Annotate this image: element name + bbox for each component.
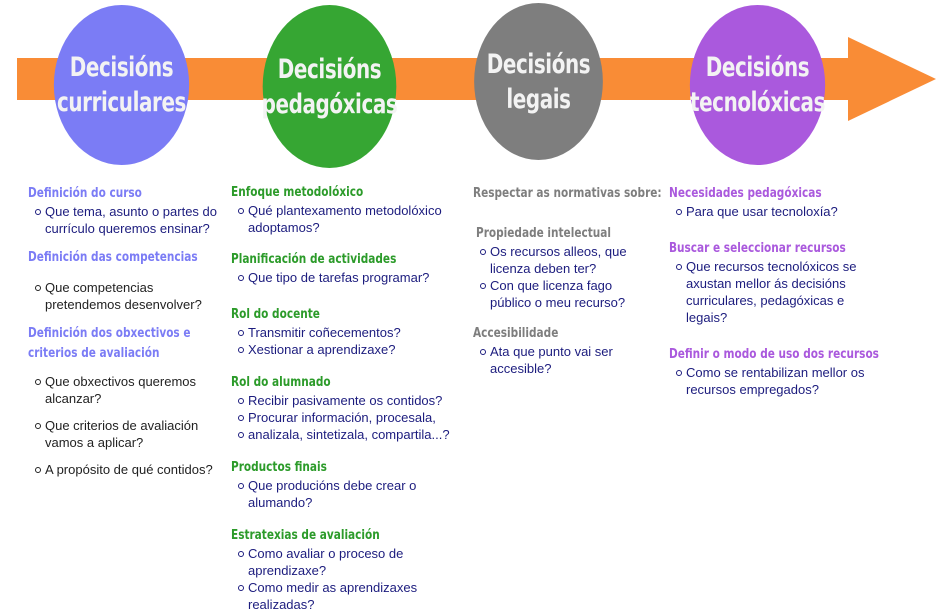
circle-title-line2: legais — [506, 83, 571, 115]
section-intro: Respectar as normativas sobre: — [473, 185, 662, 201]
timeline-arrow-head — [848, 37, 936, 121]
column-legal: Respectar as normativas sobre: Propiedad… — [473, 183, 663, 377]
circle-curricular: Decisións curriculares — [53, 5, 190, 165]
section-heading: Estratexias de avaliación — [231, 527, 380, 543]
circle-title-line2: pedagóxicas — [261, 88, 398, 120]
list-item: Qué plantexamento metodolóxico — [231, 202, 471, 219]
list-item: Para que usar tecnoloxía? — [669, 203, 909, 220]
section-heading: criterios de avaliación — [28, 345, 160, 361]
section-heading: Propiedade intelectual — [476, 225, 611, 241]
list-item: Con que licenza fago — [473, 277, 663, 294]
list-item: Que tema, asunto o partes do — [28, 203, 228, 220]
list-item-cont: curriculares, pedagóxicas e — [686, 293, 845, 308]
list-item-cont: axustan mellor ás decisións — [686, 276, 846, 291]
section-heading: Productos finais — [231, 459, 327, 475]
circle-title-line2: tecnolóxicas — [689, 87, 826, 118]
list-item-cont: currículo queremos ensinar? — [45, 221, 210, 236]
section-heading: Definición dos obxectivos e — [28, 325, 191, 341]
list-item: Ata que punto vai ser — [473, 343, 663, 360]
list-item: Como avaliar o proceso de aprendizaxe? — [231, 545, 471, 579]
list-item: Que tipo de tarefas programar? — [231, 269, 471, 286]
list-item: Que competencias — [28, 279, 228, 296]
circle-title-line1: Decisións — [69, 52, 174, 83]
list-item-cont: licenza deben ter? — [490, 261, 597, 276]
section-heading: Planificación de actividades — [231, 251, 397, 267]
section-heading: Rol do docente — [231, 306, 320, 322]
list-item-cont: público o meu recurso? — [490, 295, 626, 310]
list-item: Que criterios de avaliación — [28, 417, 228, 434]
list-item: Que recursos tecnolóxicos se — [669, 258, 909, 275]
circle-technological: Decisións tecnolóxicas — [689, 5, 826, 165]
section-heading: Buscar e seleccionar recursos — [669, 240, 846, 256]
list-item: Que producións debe crear o alumando? — [231, 477, 471, 511]
list-item-cont: pretendemos desenvolver? — [45, 297, 202, 312]
column-curricular: Definición do curso Que tema, asunto o p… — [28, 183, 228, 478]
section-heading: Necesidades pedagóxicas — [669, 185, 822, 201]
list-item-cont: recursos empregados? — [686, 382, 819, 397]
list-item-cont: alcanzar? — [45, 391, 102, 406]
list-item: Transmitir coñecementos? — [231, 324, 471, 341]
list-item-cont: accesible? — [490, 361, 552, 376]
list-item: Os recursos alleos, que — [473, 243, 663, 260]
section-heading: Accesibilidade — [473, 325, 559, 341]
circle-title-line1: Decisións — [705, 52, 810, 83]
list-item: Recibir pasivamente os contidos? — [231, 392, 471, 409]
section-heading: Definición das competencias — [28, 249, 198, 265]
circle-title-line2: curriculares — [57, 87, 186, 118]
list-item: Procurar información, procesala, — [231, 409, 471, 426]
circle-title-line1: Decisións — [486, 48, 591, 80]
circle-title-line1: Decisións — [277, 53, 382, 85]
list-item-cont: vamos a aplicar? — [45, 435, 144, 450]
list-item: Como medir as aprendizaxes realizadas? — [231, 579, 471, 613]
list-item: Xestionar a aprendizaxe? — [231, 341, 471, 358]
section-heading: Definición do curso — [28, 185, 142, 201]
list-item: Como se rentabilizan mellor os — [669, 364, 909, 381]
list-item: Que obxectivos queremos — [28, 373, 228, 390]
list-item-cont: adoptamos? — [248, 220, 320, 235]
column-technological: Necesidades pedagóxicas Para que usar te… — [669, 183, 909, 398]
section-heading: Rol do alumnado — [231, 374, 331, 390]
column-pedagogical: Enfoque metodolóxico Qué plantexamento m… — [231, 182, 471, 613]
section-heading: Definir o modo de uso dos recursos — [669, 346, 879, 362]
list-item-cont: legais? — [686, 310, 728, 325]
list-item: analizala, sintetizala, compartila...? — [231, 426, 471, 443]
list-item: A propósito de qué contidos? — [28, 461, 228, 478]
section-heading: Enfoque metodolóxico — [231, 184, 364, 200]
